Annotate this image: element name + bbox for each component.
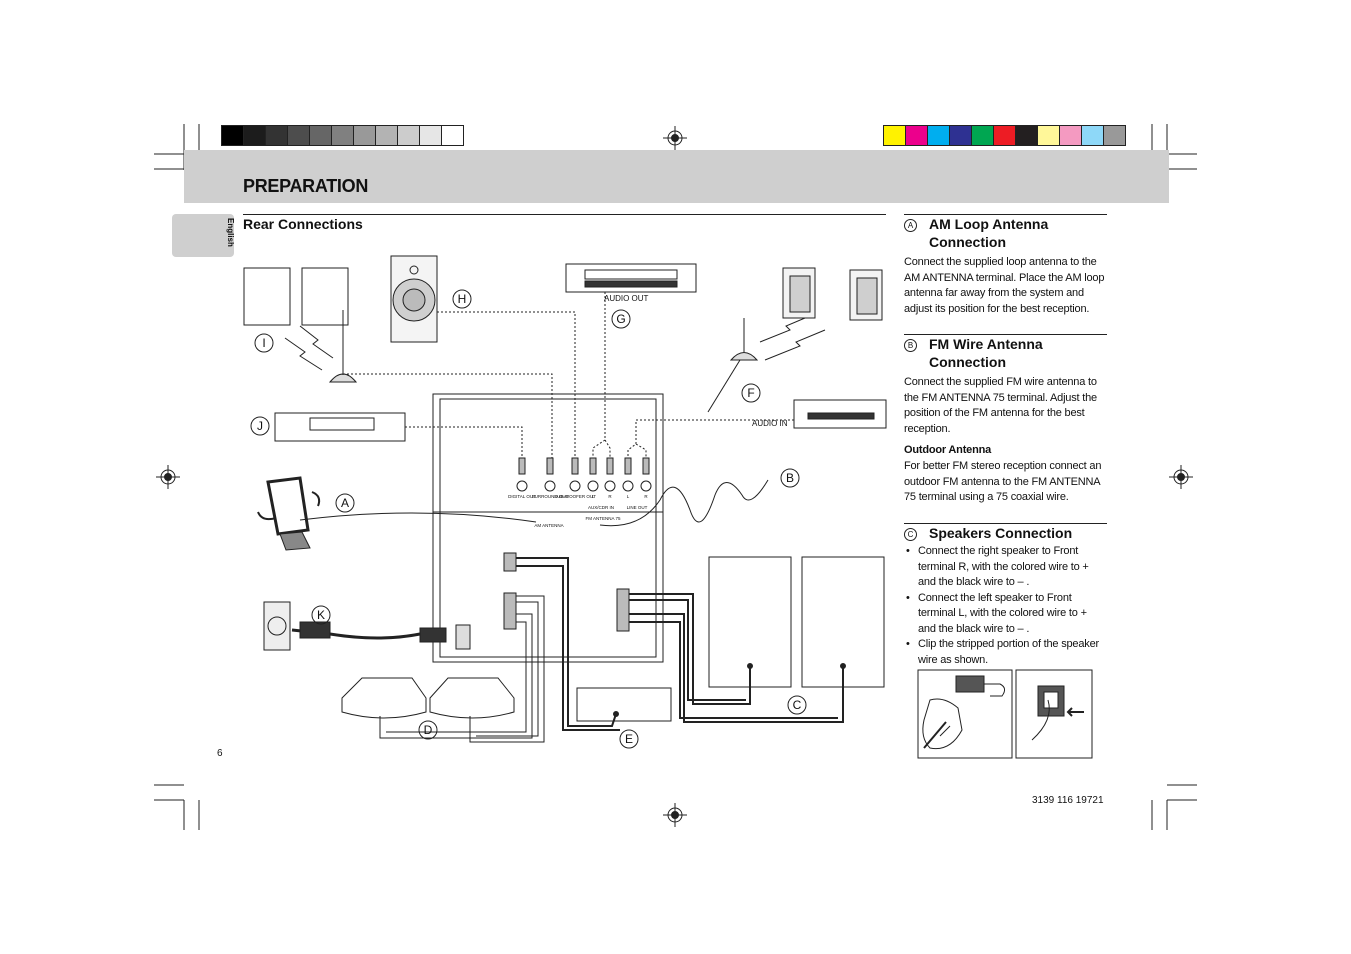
- am-section-rule: [904, 214, 1107, 215]
- color-swatch: [927, 125, 950, 146]
- rear-connections-heading: Rear Connections: [243, 216, 363, 232]
- fm-wire-antenna: [599, 479, 769, 527]
- color-swatch: [1059, 125, 1082, 146]
- color-swatch: [1015, 125, 1038, 146]
- wireless-signal-right: [759, 317, 806, 343]
- color-swatch: [883, 125, 906, 146]
- callout-i: I: [262, 336, 265, 350]
- speakers-section-letter: C: [904, 527, 917, 541]
- rear-jacks: [516, 457, 652, 492]
- callout-h: H: [458, 292, 467, 306]
- label-am-antenna: AM ANTENNA: [534, 523, 563, 528]
- color-swatch: [1103, 125, 1126, 146]
- callout-b: B: [786, 471, 794, 485]
- center-speaker: [576, 687, 672, 722]
- audio-recorder-top: [565, 263, 697, 293]
- registration-mark-right: [1169, 465, 1193, 489]
- fm-section-title: FM Wire Antenna Connection: [929, 336, 1043, 370]
- speakers-section-list: Connect the right speaker to Front termi…: [904, 544, 1107, 668]
- registration-mark-left: [156, 465, 180, 489]
- color-swatch: [905, 125, 928, 146]
- surround-speaker-left: [243, 267, 291, 326]
- label-line-l: L: [627, 494, 630, 499]
- callout-e: E: [625, 732, 633, 746]
- label-aux-cdr-in: AUX/CDR IN: [588, 505, 614, 510]
- power-cord: [291, 628, 440, 640]
- label-audio-out: AUDIO OUT: [604, 294, 649, 303]
- color-swatch: [331, 125, 354, 146]
- label-fm-antenna: FM ANTENNA 75: [585, 516, 621, 521]
- label-subwoofer-out: SUB-WOOFER OUT: [554, 494, 596, 499]
- registration-mark-bottom: [663, 803, 687, 827]
- callout-f: F: [747, 386, 754, 400]
- am-section-heading: A AM Loop Antenna Connection: [904, 215, 1107, 250]
- callout-g: G: [616, 312, 625, 326]
- color-swatch: [375, 125, 398, 146]
- callout-a: A: [341, 496, 349, 510]
- callout-c: C: [793, 698, 802, 712]
- rear-speaker-right: [429, 677, 515, 719]
- document-code: 3139 116 19721: [1032, 795, 1104, 806]
- wireless-transmitter-left: [328, 373, 358, 383]
- audio-device-right: [793, 399, 887, 429]
- callout-d: D: [424, 723, 433, 737]
- callout-circles: [250, 289, 807, 749]
- label-line-r: R: [644, 494, 648, 499]
- am-section-body: Connect the supplied loop antenna to the…: [904, 256, 1105, 315]
- speakers-section-heading: C Speakers Connection: [904, 524, 1107, 542]
- color-swatch: [397, 125, 420, 146]
- label-audio-in: AUDIO IN: [752, 419, 788, 428]
- callout-j: J: [257, 419, 263, 433]
- header-banner: [184, 150, 1169, 203]
- label-digital-out: DIGITAL OUT: [508, 494, 536, 499]
- outdoor-antenna-body: For better FM stereo reception connect a…: [904, 460, 1102, 503]
- color-swatch: [419, 125, 442, 146]
- color-swatch: [309, 125, 332, 146]
- color-swatch: [221, 125, 244, 146]
- color-swatch: [971, 125, 994, 146]
- label-aux-l: L: [592, 494, 595, 499]
- speakers-bullet-1: Connect the right speaker to Front termi…: [904, 544, 1107, 591]
- wireless-transmitter-right: [729, 352, 759, 361]
- color-swatch: [287, 125, 310, 146]
- fm-section-body: Connect the supplied FM wire antenna to …: [904, 376, 1097, 435]
- rear-connections-diagram: AUDIO OUT AUDIO IN DIGITAL OUT SURROUND …: [243, 255, 887, 749]
- speakers-section-rule: [904, 523, 1107, 524]
- color-swatch: [1081, 125, 1104, 146]
- registration-mark-top: [663, 126, 687, 150]
- color-swatch: [993, 125, 1016, 146]
- callout-k: K: [317, 608, 325, 622]
- wireless-signal-left: [284, 337, 323, 371]
- color-swatch: [243, 125, 266, 146]
- color-swatch: [949, 125, 972, 146]
- label-line-out: LINE OUT: [627, 505, 648, 510]
- label-surround-out: SURROUND OUT: [532, 494, 569, 499]
- outdoor-antenna-heading: Outdoor Antenna: [904, 444, 992, 456]
- cd-player-left: [274, 412, 406, 442]
- am-section-title: AM Loop Antenna Connection: [929, 216, 1049, 250]
- color-swatch: [441, 125, 464, 146]
- language-tab: [172, 214, 234, 257]
- am-loop-antenna: [266, 476, 310, 536]
- fm-section-heading: B FM Wire Antenna Connection: [904, 335, 1107, 370]
- rear-connections-rule: [243, 214, 886, 215]
- speakers-section-title: Speakers Connection: [929, 525, 1073, 541]
- surround-speaker-right: [301, 267, 349, 326]
- speakers-bullet-2: Connect the left speaker to Front termin…: [904, 591, 1107, 638]
- color-swatch: [353, 125, 376, 146]
- page-title: PREPARATION: [243, 176, 369, 196]
- fm-section-letter: B: [904, 338, 917, 352]
- power-socket: [455, 624, 471, 650]
- am-section-letter: A: [904, 218, 917, 232]
- color-swatch: [265, 125, 288, 146]
- label-aux-r: R: [608, 494, 612, 499]
- language-tab-label: English: [226, 218, 235, 247]
- page-number: 6: [217, 748, 223, 759]
- speaker-clip-illustration: [917, 669, 1093, 759]
- fm-section-rule: [904, 334, 1107, 335]
- rear-speaker-left: [341, 677, 427, 719]
- speakers-bullet-3: Clip the stripped portion of the speaker…: [904, 637, 1107, 668]
- color-swatch: [1037, 125, 1060, 146]
